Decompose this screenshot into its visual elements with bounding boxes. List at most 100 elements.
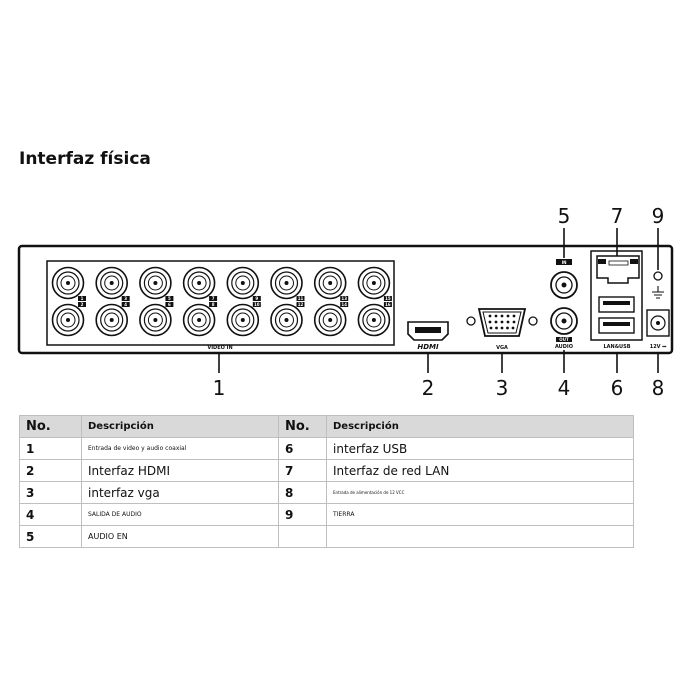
lan-contacts [608, 260, 629, 266]
bnc-tag-top [383, 296, 392, 301]
bnc-connector-pin [284, 281, 289, 285]
audio-in-jack-pin [561, 282, 567, 288]
bnc-connector-pin [328, 281, 333, 285]
vga-pin [494, 314, 498, 318]
header-description: Descripción [81, 415, 279, 438]
hdmi-port-slot [415, 327, 441, 333]
interface-table: No. Descripción No. Descripción 1 Entrad… [19, 415, 634, 548]
vga-pin [494, 320, 498, 324]
vga-screw-right [528, 316, 538, 326]
vga-screw-left [466, 316, 476, 326]
vga-pin [500, 314, 504, 318]
table-row: 3 interfaz vga 8 Entrada de alimentación… [19, 481, 634, 504]
vga-pin [495, 326, 498, 330]
bnc-connector-pin [371, 281, 376, 285]
bnc-tag-bottom [383, 302, 392, 307]
row-number [278, 525, 327, 548]
ground-screw [653, 271, 663, 281]
callout-3: 3 [496, 376, 509, 400]
row-description: Interfaz HDMI [81, 459, 279, 482]
table-header-row: No. Descripción No. Descripción [19, 415, 634, 438]
power-jack-pin [656, 321, 660, 325]
vga-pin [512, 320, 516, 324]
bnc-tag-top [252, 296, 261, 301]
row-number: 3 [19, 481, 82, 504]
table-row: 2 Interfaz HDMI 7 Interfaz de red LAN [19, 459, 634, 482]
bnc-number-top: 13 [341, 296, 347, 301]
bnc-number-top: 15 [385, 296, 391, 301]
bnc-tag-top [165, 296, 174, 301]
bnc-tag-bottom [252, 302, 261, 307]
table-row: 4 SALIDA DE AUDIO 9 TIERRA [19, 503, 634, 526]
bnc-connector-pin [371, 318, 376, 322]
vga-label: VGA [496, 345, 508, 351]
bnc-number-top: 7 [212, 296, 215, 301]
audio-label: AUDIO [555, 344, 573, 350]
row-description: interfaz USB [326, 437, 634, 460]
audio-in-tag [556, 259, 572, 265]
vga-pin [512, 314, 516, 318]
bnc-connector-pin [153, 281, 158, 285]
bnc-connector-pin [284, 318, 289, 322]
audio-out-tag-text: OUT [559, 337, 569, 342]
bnc-group-frame [46, 260, 395, 346]
bnc-number-bottom: 6 [168, 302, 171, 307]
vga-pins [488, 314, 516, 330]
bnc-tag-bottom [209, 302, 218, 307]
callout-2: 2 [422, 376, 435, 400]
bnc-number-top: 3 [124, 296, 127, 301]
lan-led-left [598, 259, 606, 264]
row-number: 6 [278, 437, 327, 460]
bnc-number-top: 11 [298, 296, 304, 301]
row-description: interfaz vga [81, 481, 279, 504]
bnc-tag-top [296, 296, 305, 301]
vga-pin [506, 326, 509, 330]
table-row: 5 AUDIO EN [19, 525, 634, 548]
callout-1: 1 [213, 376, 226, 400]
callout-8: 8 [652, 376, 665, 400]
vga-pin [511, 326, 515, 330]
bnc-number-bottom: 10 [254, 302, 260, 307]
bnc-tag-bottom [296, 302, 305, 307]
bnc-number-bottom: 4 [124, 302, 127, 307]
bnc-tag-bottom [78, 302, 86, 307]
bnc-connector-pin [66, 318, 70, 322]
bnc-connector-pin [109, 318, 114, 322]
bnc-number-bottom: 2 [81, 302, 84, 307]
row-number: 1 [19, 437, 82, 460]
callout-5: 5 [558, 204, 571, 228]
bnc-connector-pin [328, 318, 333, 322]
usb-port-top-tongue [603, 301, 630, 305]
bnc-connector-pin [197, 281, 202, 285]
header-description: Descripción [326, 415, 634, 438]
row-number: 9 [278, 503, 327, 526]
lan-usb-label: LAN&USB [603, 344, 630, 350]
header-no: No. [19, 415, 82, 438]
callout-9: 9 [652, 204, 665, 228]
callout-4: 4 [558, 376, 571, 400]
row-number: 7 [278, 459, 327, 482]
bnc-number-top: 1 [81, 296, 84, 301]
row-description: TIERRA [326, 503, 634, 526]
lan-port [596, 255, 640, 284]
power-label: 12V ⎓ [650, 344, 667, 350]
callout-7: 7 [611, 204, 624, 228]
hdmi-label: HDMI [417, 343, 439, 351]
bnc-number-top: 9 [255, 296, 258, 301]
table-row: 1 Entrada de video y audio coaxial 6 int… [19, 437, 634, 460]
bnc-connector-pin [197, 318, 202, 322]
bnc-tag-top [121, 296, 130, 301]
bnc-connector-pin [66, 281, 70, 285]
vga-pin [489, 326, 493, 330]
vga-pin [500, 326, 504, 330]
row-number: 8 [278, 481, 327, 504]
audio-out-tag [556, 337, 572, 342]
lan-led-right [630, 259, 638, 264]
audio-in-tag-text: IN [562, 260, 567, 265]
vga-pin [488, 320, 492, 324]
vga-port-inner [482, 311, 522, 334]
row-description: AUDIO EN [81, 525, 279, 548]
bnc-connector-pin [240, 281, 245, 285]
bnc-number-bottom: 8 [212, 302, 215, 307]
